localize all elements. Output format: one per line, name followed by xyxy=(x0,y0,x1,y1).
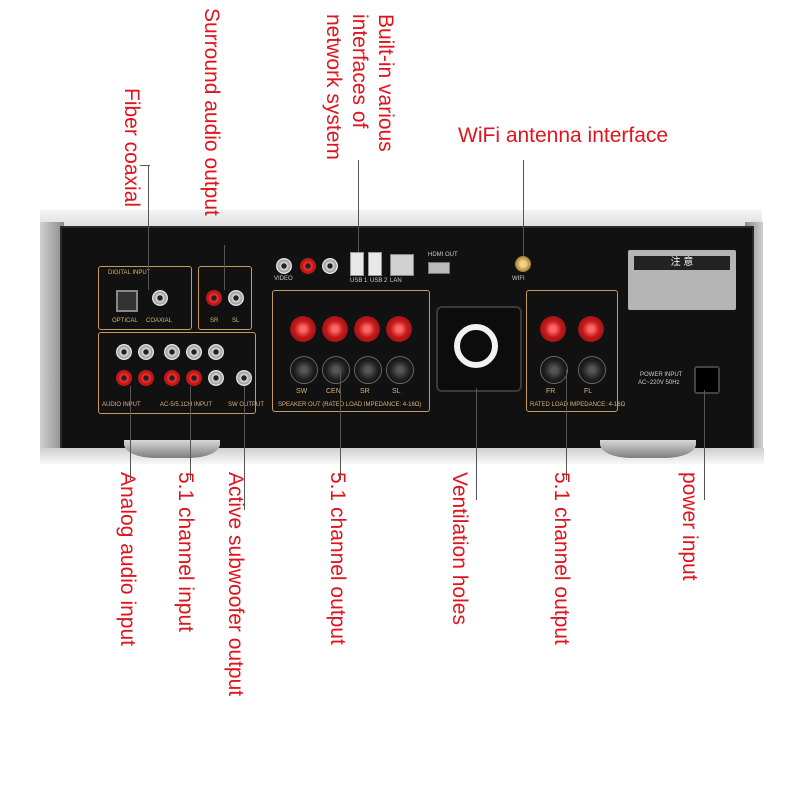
sl-red-post xyxy=(386,316,412,342)
fr-red-post xyxy=(540,316,566,342)
sw-red-post xyxy=(290,316,316,342)
amplifier-shadow xyxy=(40,448,764,464)
sw-input-jack xyxy=(208,370,224,386)
sw-output-jack xyxy=(236,370,252,386)
dvdcd-l-jack xyxy=(138,344,154,360)
leader-analog xyxy=(130,386,131,480)
lan-port xyxy=(390,254,414,276)
tvdvb-r-jack xyxy=(116,370,132,386)
wifi-port-label: WIFI xyxy=(512,276,525,282)
sr-label: SR xyxy=(210,318,219,324)
leader-ventilation xyxy=(476,388,477,500)
speaker-out-label: SPEAKER OUT (RATED LOAD IMPEDANCE: 4-16Ω… xyxy=(278,402,422,408)
speaker-out-panel-left xyxy=(272,290,430,412)
fl-red-post xyxy=(578,316,604,342)
fan-ring xyxy=(454,324,498,368)
sw-post-label: SW xyxy=(296,388,308,395)
label-analog-input: Analog audio input xyxy=(116,472,139,646)
fl-jack xyxy=(164,344,180,360)
cooling-fan-grille xyxy=(436,306,522,392)
sr-input-jack xyxy=(186,370,202,386)
sr-black-post xyxy=(354,356,382,384)
leader-network xyxy=(358,160,359,252)
fr-jack xyxy=(164,370,180,386)
surround-sr-jack xyxy=(206,290,222,306)
fl-black-post xyxy=(578,356,606,384)
power-spec-text: AC~220V 50Hz xyxy=(638,380,680,386)
cen-red-post xyxy=(322,316,348,342)
leader-fiber-cap xyxy=(140,165,150,166)
label-subwoofer-output: Active subwoofer output xyxy=(224,472,247,697)
label-fiber-coaxial: Fiber coaxial xyxy=(120,88,143,208)
label-network-block: Built-in various interfaces of network s… xyxy=(320,14,398,194)
speaker-out-panel-right xyxy=(526,290,618,412)
cen-input-jack xyxy=(208,344,224,360)
leader-subwoofer xyxy=(244,386,245,510)
warning-title: 注 意 xyxy=(634,256,730,270)
surround-output-panel xyxy=(198,266,252,330)
lan-label: LAN xyxy=(390,278,402,284)
label-surround-output: Surround audio output xyxy=(200,8,223,216)
dvdcd-r-jack xyxy=(138,370,154,386)
usb1-port xyxy=(350,252,364,276)
right-foot xyxy=(600,440,696,458)
sw-black-post xyxy=(290,356,318,384)
wifi-antenna-connector xyxy=(515,256,531,272)
audio-r-jack xyxy=(300,258,316,274)
leader-51-out-right xyxy=(566,370,567,480)
leader-51-out-left xyxy=(340,370,341,480)
usb2-port xyxy=(368,252,382,276)
hdmi-label: HDMI OUT xyxy=(428,252,458,258)
sl-label: SL xyxy=(232,318,240,324)
digital-input-label: DIGITAL INPUT xyxy=(108,270,151,276)
label-51-input: 5.1 channel input xyxy=(174,472,197,632)
fl-post-label: FL xyxy=(584,388,593,395)
digital-input-panel xyxy=(98,266,192,330)
label-51-output-right: 5.1 channel output xyxy=(550,472,573,645)
input-51-label: AC-5/5.1CH INPUT xyxy=(160,402,213,408)
sl-input-jack xyxy=(186,344,202,360)
sr-red-post xyxy=(354,316,380,342)
audio-input-panel xyxy=(98,332,256,414)
tvdvb-l-jack xyxy=(116,344,132,360)
leader-fiber xyxy=(148,165,149,290)
hdmi-port xyxy=(428,262,450,274)
left-foot xyxy=(124,440,220,458)
audio-l-jack xyxy=(322,258,338,274)
power-input-text: POWER INPUT xyxy=(640,372,683,378)
video-jack xyxy=(276,258,292,274)
fr-black-post xyxy=(540,356,568,384)
sl-black-post xyxy=(386,356,414,384)
sl-post-label: SL xyxy=(392,388,401,395)
label-power-input: power input xyxy=(678,472,701,581)
leader-power xyxy=(704,390,705,500)
usb1-label: USB 1 xyxy=(350,278,368,284)
leader-wifi xyxy=(523,160,524,256)
leader-51-input xyxy=(190,386,191,480)
usb2-label: USB 2 xyxy=(370,278,388,284)
optical-label: OPTICAL xyxy=(112,318,138,324)
leader-surround xyxy=(224,245,225,290)
fr-post-label: FR xyxy=(546,388,556,395)
cen-post-label: CEN xyxy=(326,388,341,395)
coaxial-jack xyxy=(152,290,168,306)
label-wifi-antenna: WiFi antenna interface xyxy=(458,124,669,147)
sr-post-label: SR xyxy=(360,388,370,395)
audio-input-label: AUDIO INPUT xyxy=(102,402,141,408)
cen-black-post xyxy=(322,356,350,384)
sw-output-label: SW OUTPUT xyxy=(228,402,264,408)
coaxial-label: COAXIAL xyxy=(146,318,173,324)
rated-load-label: RATED LOAD IMPEDANCE: 4-16Ω xyxy=(530,402,626,408)
label-51-output-left: 5.1 channel output xyxy=(326,472,349,645)
label-network: Built-in various interfaces of network s… xyxy=(322,14,397,160)
optical-jack xyxy=(116,290,138,312)
power-socket xyxy=(694,366,720,394)
label-ventilation: Ventilation holes xyxy=(448,472,471,625)
surround-sl-jack xyxy=(228,290,244,306)
video-label: VIDEO xyxy=(274,276,293,282)
